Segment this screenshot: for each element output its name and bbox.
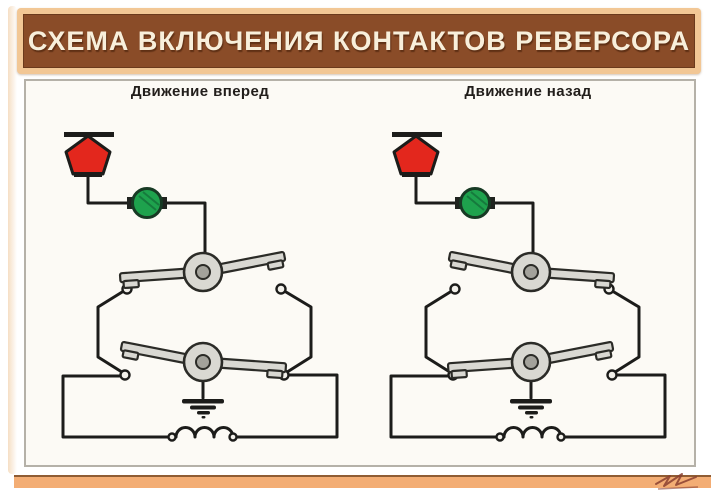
caption-backward: Движение назад [464,83,592,100]
caption-forward: Движение вперед [130,83,270,100]
publisher-mark [655,473,699,490]
bottom-orange-band [14,475,711,488]
title-banner-inner: СХЕМА ВКЛЮЧЕНИЯ КОНТАКТОВ РЕВЕРСОРА [23,14,695,68]
title-banner: СХЕМА ВКЛЮЧЕНИЯ КОНТАКТОВ РЕВЕРСОРА [17,8,701,74]
poster-title: СХЕМА ВКЛЮЧЕНИЯ КОНТАКТОВ РЕВЕРСОРА [27,25,691,56]
diagram-panel [24,79,696,467]
page-edge-shade [8,6,17,474]
